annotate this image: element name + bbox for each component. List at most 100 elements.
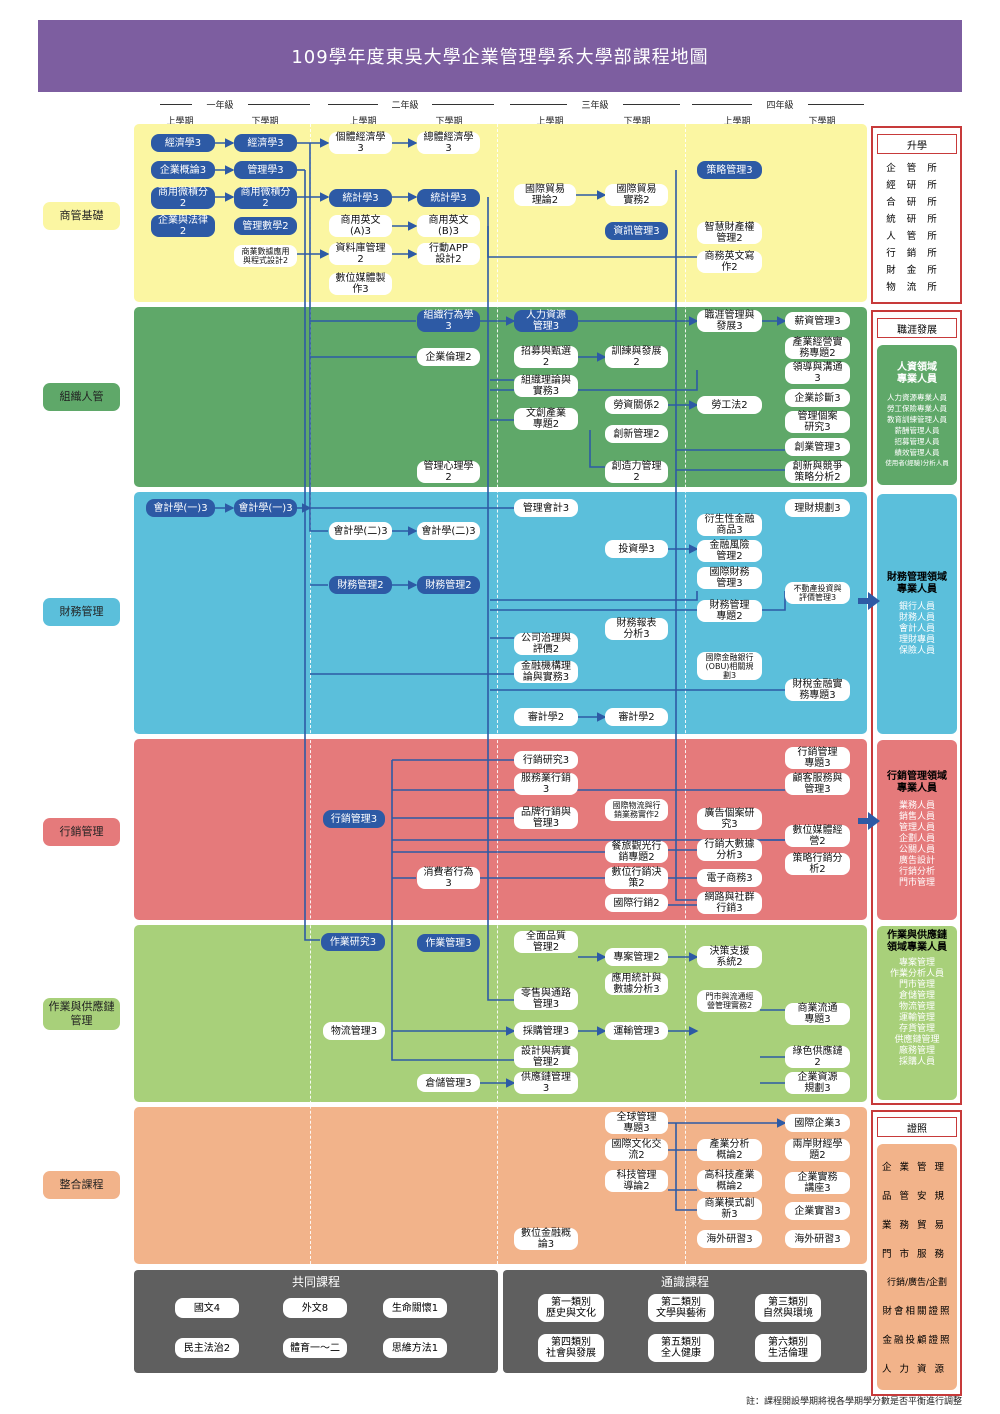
course-node: 網路與社群 行銷3 bbox=[697, 892, 762, 914]
year-2: 二年級 bbox=[391, 101, 419, 111]
course-node: 專案管理2 bbox=[605, 948, 668, 966]
course-node: 商用英文 (B)3 bbox=[417, 215, 480, 237]
career-item: 業務人員 bbox=[898, 801, 935, 811]
common-courses-title: 共同課程 bbox=[291, 1275, 340, 1289]
career-item: 人力資源專業人員 bbox=[887, 392, 947, 402]
course-node: 餐旅觀光行 銷專題2 bbox=[605, 841, 668, 863]
graduate-item: 人管所 bbox=[886, 231, 948, 242]
certificate-item: 財會相關證照 bbox=[882, 1305, 952, 1317]
course-node: 審計學2 bbox=[605, 708, 668, 726]
course-node: 品牌行銷與 管理3 bbox=[514, 807, 578, 829]
year-3: 三年級 bbox=[581, 101, 609, 111]
career-item: 企劃人員 bbox=[898, 834, 935, 844]
course-node: 服務業行銷 3 bbox=[514, 773, 578, 795]
career-item: 財務人員 bbox=[898, 612, 935, 623]
course-node: 創新管理2 bbox=[605, 425, 668, 443]
course-node: 領導與溝通 3 bbox=[785, 362, 850, 384]
semester-label: 下學期 bbox=[623, 117, 651, 127]
year-4: 四年級 bbox=[766, 101, 794, 111]
common-course: 外文8 bbox=[283, 1298, 347, 1318]
general-courses-title: 通識課程 bbox=[660, 1275, 709, 1289]
course-node: 理財規劃3 bbox=[785, 499, 850, 517]
career-item: 門市管理 bbox=[898, 878, 935, 888]
career-item: 倉儲管理 bbox=[898, 991, 935, 1001]
course-node: 企業診斷3 bbox=[785, 389, 850, 407]
course-node: 行銷管理 專題3 bbox=[785, 747, 850, 769]
course-node: 統計學3 bbox=[417, 189, 480, 207]
career-item: 專案管理 bbox=[898, 958, 935, 968]
course-node: 創造力管理 2 bbox=[605, 461, 668, 483]
course-node: 高科技產業 概論2 bbox=[697, 1170, 762, 1192]
course-node: 財務報表 分析3 bbox=[605, 618, 668, 640]
course-node: 企業資源 規劃3 bbox=[785, 1072, 850, 1094]
course-node: 零售與通路 管理3 bbox=[514, 988, 578, 1010]
course-node: 物流管理3 bbox=[323, 1022, 385, 1040]
course-node: 個體經濟學 3 bbox=[329, 132, 392, 154]
course-node: 商業流通 專題3 bbox=[785, 1003, 850, 1025]
common-course: 國文4 bbox=[175, 1298, 239, 1318]
career-item: 勞工保險專業人員 bbox=[887, 403, 947, 413]
course-node: 勞資關係2 bbox=[605, 396, 668, 414]
arrow-shaft bbox=[858, 818, 870, 824]
course-node: 策略管理3 bbox=[697, 161, 762, 179]
course-node: 招募與甄選 2 bbox=[514, 346, 578, 368]
graduate-item: 合研所 bbox=[886, 197, 948, 208]
operations-career-title: 作業與供應鏈 領域專業人員 bbox=[887, 930, 947, 953]
course-node: 商業模式創 新3 bbox=[697, 1198, 762, 1220]
course-node: 管理個案 研究3 bbox=[785, 411, 850, 433]
semester-label: 上學期 bbox=[723, 117, 751, 127]
course-node: 文創產業 專題2 bbox=[514, 408, 578, 430]
common-course: 思維方法1 bbox=[383, 1338, 447, 1358]
course-node: 公司治理與 評價2 bbox=[514, 633, 578, 655]
course-node: 國際行銷2 bbox=[605, 894, 668, 912]
course-node: 產業經營實 務專題2 bbox=[785, 337, 850, 359]
semester-label: 下學期 bbox=[808, 117, 836, 127]
career-item: 供應鏈管理 bbox=[894, 1035, 940, 1045]
course-node: 統計學3 bbox=[329, 189, 392, 207]
course-node: 企業實習3 bbox=[785, 1202, 850, 1220]
course-node: 商用微積分 2 bbox=[151, 187, 215, 209]
career-item: 保險人員 bbox=[898, 645, 935, 656]
course-node: 管理心理學 2 bbox=[417, 461, 480, 483]
course-node: 智慧財產權 管理2 bbox=[697, 222, 762, 244]
course-node: 設計與病實 管理2 bbox=[514, 1046, 578, 1068]
course-node: 廣告個案研 究3 bbox=[697, 808, 762, 830]
page-title: 109學年度東吳大學企業管理學系大學部課程地圖 bbox=[38, 20, 962, 92]
course-node: 勞工法2 bbox=[697, 396, 762, 414]
course-node: 商用英文 (A)3 bbox=[329, 215, 392, 237]
career-item: 採購人員 bbox=[898, 1057, 935, 1067]
career-item: 廣告設計 bbox=[898, 856, 935, 866]
semester-label: 上學期 bbox=[536, 117, 564, 127]
course-node: 供應鏈管理 3 bbox=[514, 1072, 578, 1094]
course-node: 作業研究3 bbox=[321, 933, 385, 951]
course-node: 會計學(二)3 bbox=[329, 522, 392, 540]
course-node: 組織理論與 實務3 bbox=[514, 375, 578, 397]
course-node: 管理數學2 bbox=[234, 217, 297, 235]
finance-career-title: 財務管理領域 專業人員 bbox=[887, 571, 947, 595]
right-arrow-icon bbox=[868, 592, 880, 610]
course-node: 總體經濟學 3 bbox=[417, 132, 480, 154]
course-node: 國際金融銀行 (OBU)相關規 劃3 bbox=[697, 652, 762, 680]
course-node: 國際物流與行 銷業務實作2 bbox=[605, 799, 668, 821]
course-node: 顧客服務與 管理3 bbox=[785, 773, 850, 795]
career-item: 廠務管理 bbox=[898, 1046, 935, 1056]
certificate-item: 人力資源 bbox=[881, 1363, 952, 1375]
certificate-item: 業務貿易 bbox=[881, 1220, 952, 1232]
course-node: 衍生性金融 商品3 bbox=[697, 514, 762, 536]
course-node: 行銷研究3 bbox=[514, 751, 578, 769]
career-item: 物流管理 bbox=[898, 1002, 935, 1012]
career-item: 存貨管理 bbox=[898, 1024, 935, 1034]
finance-career-panel: 財務管理領域 專業人員 銀行人員 財務人員 會計人員 理財專員 保險人員 bbox=[877, 494, 957, 734]
career-item: 教育訓練管理人員 bbox=[887, 414, 947, 424]
course-node: 創新與競爭 策略分析2 bbox=[785, 461, 850, 483]
career-item: 公關人員 bbox=[898, 845, 935, 855]
course-node: 職涯管理與 發展3 bbox=[697, 310, 762, 332]
hr-career-title: 人資領域 專業人員 bbox=[897, 361, 937, 385]
career-item: 績效管理人員 bbox=[894, 447, 940, 457]
course-node: 不動產投資與 評價管理3 bbox=[785, 582, 850, 604]
career-item: 薪酬管理人員 bbox=[894, 425, 940, 435]
course-node: 電子商務3 bbox=[697, 869, 762, 887]
career-item: 會計人員 bbox=[898, 623, 935, 634]
course-node: 全面品質 管理2 bbox=[514, 931, 578, 953]
career-item: 銀行人員 bbox=[898, 601, 935, 612]
